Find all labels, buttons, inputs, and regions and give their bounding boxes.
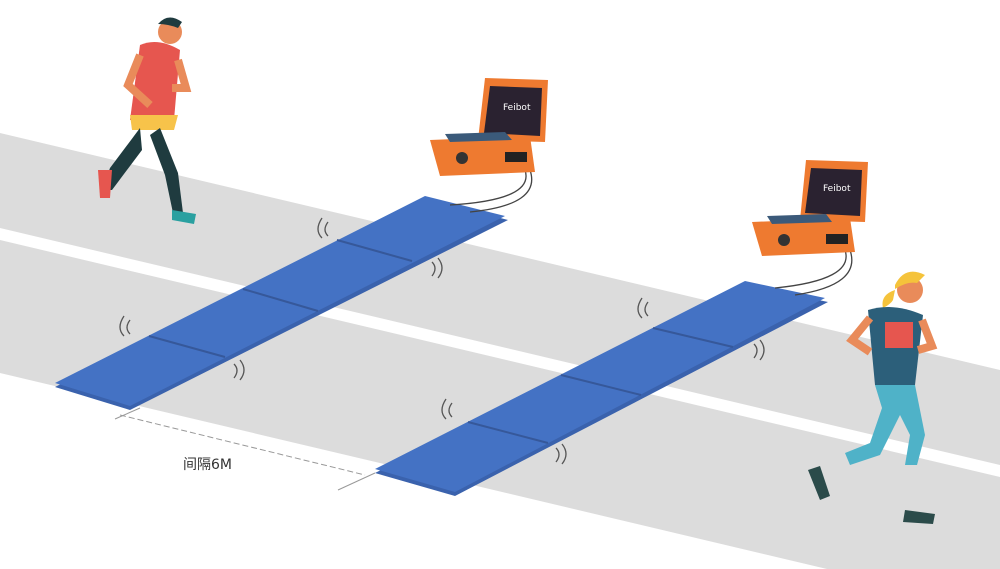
timing-device-1 [430, 78, 548, 176]
runner-female [808, 271, 938, 524]
track-lane-upper [0, 133, 1000, 465]
device-1-brand: Feibot [503, 103, 531, 113]
distance-label: 间隔6M [183, 457, 232, 473]
distance-dimension-line [114, 407, 376, 491]
timing-mat-2 [375, 281, 828, 496]
cable [449, 169, 853, 296]
timing-mat-1 [55, 196, 508, 410]
device-2-brand: Feibot [823, 184, 851, 194]
signal-wave-icon [119, 217, 765, 465]
timing-device-2 [752, 160, 868, 256]
runner-male [98, 17, 196, 224]
